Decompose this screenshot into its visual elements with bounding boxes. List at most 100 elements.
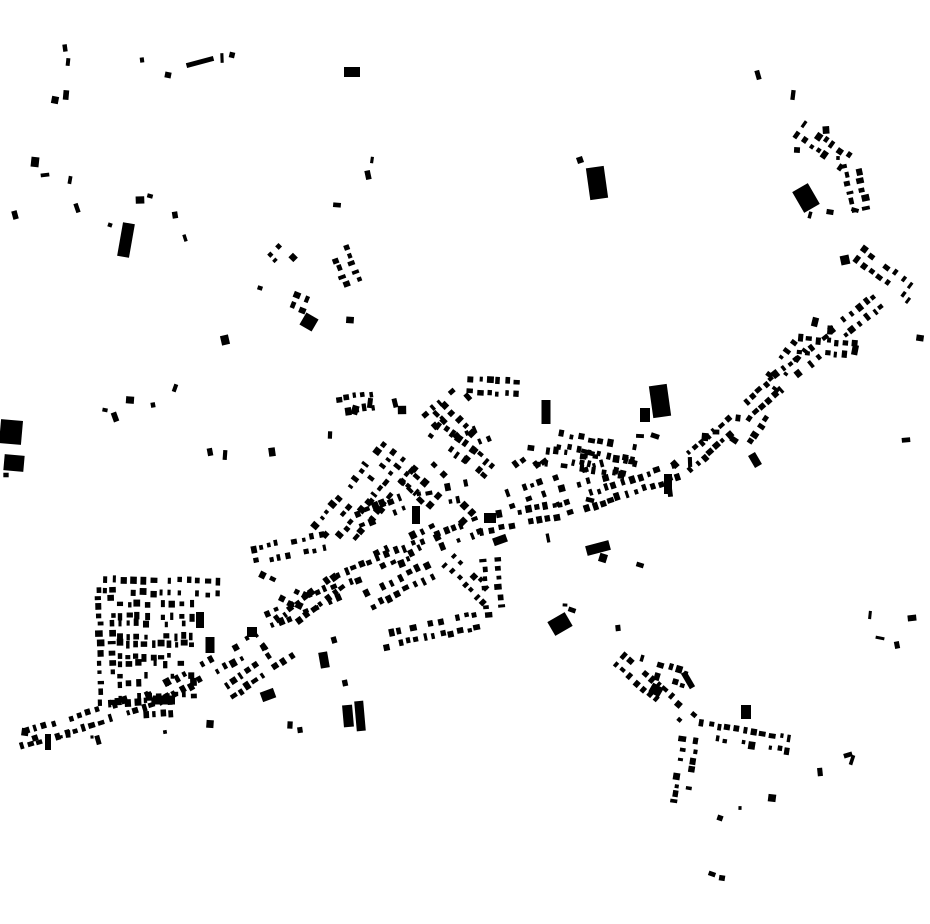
building bbox=[237, 671, 244, 680]
building bbox=[624, 490, 630, 499]
building bbox=[729, 435, 739, 445]
building bbox=[361, 460, 370, 468]
building bbox=[701, 432, 709, 442]
building bbox=[843, 180, 851, 187]
building bbox=[478, 528, 484, 537]
building bbox=[461, 454, 471, 465]
building bbox=[525, 495, 533, 502]
building bbox=[401, 584, 410, 592]
building bbox=[519, 456, 527, 464]
building bbox=[456, 537, 461, 544]
building bbox=[817, 767, 823, 777]
building bbox=[252, 557, 260, 564]
building bbox=[175, 642, 179, 648]
building bbox=[459, 500, 470, 511]
building bbox=[437, 618, 445, 626]
building bbox=[223, 682, 231, 690]
building bbox=[677, 757, 684, 762]
building bbox=[453, 433, 464, 444]
building bbox=[793, 368, 803, 379]
building bbox=[800, 120, 808, 129]
building bbox=[95, 603, 102, 610]
building bbox=[133, 618, 139, 626]
building bbox=[463, 612, 470, 618]
building bbox=[68, 715, 75, 723]
building bbox=[242, 680, 252, 691]
building bbox=[597, 552, 609, 564]
building bbox=[566, 443, 573, 451]
building bbox=[793, 354, 802, 364]
building bbox=[405, 637, 411, 644]
building bbox=[141, 654, 147, 662]
building bbox=[94, 596, 101, 601]
building bbox=[250, 677, 259, 685]
building bbox=[541, 400, 551, 424]
building bbox=[109, 629, 117, 637]
building bbox=[416, 544, 423, 552]
building bbox=[442, 526, 451, 535]
building bbox=[867, 252, 876, 261]
building bbox=[419, 477, 430, 488]
building bbox=[835, 147, 845, 156]
building bbox=[707, 870, 717, 878]
building bbox=[569, 434, 574, 440]
building bbox=[96, 587, 102, 594]
building bbox=[146, 692, 153, 701]
building bbox=[666, 486, 674, 498]
building bbox=[385, 456, 392, 463]
building bbox=[708, 721, 715, 727]
building bbox=[215, 590, 220, 597]
building bbox=[253, 632, 260, 638]
building bbox=[869, 294, 877, 301]
building bbox=[107, 640, 116, 645]
building bbox=[57, 734, 63, 740]
building bbox=[884, 278, 892, 286]
building bbox=[126, 620, 130, 626]
building bbox=[11, 210, 19, 220]
building bbox=[432, 409, 441, 418]
building bbox=[331, 588, 339, 596]
building bbox=[577, 432, 585, 440]
building bbox=[839, 315, 847, 323]
building bbox=[322, 544, 327, 552]
building bbox=[160, 614, 165, 620]
building bbox=[259, 672, 266, 679]
building bbox=[836, 155, 840, 161]
building bbox=[635, 433, 645, 439]
building bbox=[467, 507, 477, 518]
building bbox=[352, 533, 361, 542]
building bbox=[669, 798, 678, 804]
building bbox=[67, 175, 73, 185]
building bbox=[397, 477, 407, 486]
building bbox=[267, 251, 274, 258]
building bbox=[454, 614, 461, 622]
building bbox=[332, 202, 342, 208]
building bbox=[786, 734, 791, 743]
building bbox=[810, 316, 820, 328]
building bbox=[463, 392, 473, 402]
building bbox=[545, 447, 551, 455]
building bbox=[277, 594, 287, 603]
building bbox=[513, 379, 520, 385]
building bbox=[455, 495, 461, 504]
building bbox=[840, 163, 848, 169]
building bbox=[337, 583, 346, 592]
buildings-layer bbox=[0, 44, 925, 882]
building bbox=[619, 651, 628, 661]
building bbox=[566, 508, 574, 516]
building bbox=[483, 605, 489, 610]
building bbox=[392, 589, 402, 599]
building bbox=[370, 603, 377, 611]
building bbox=[206, 447, 214, 457]
building bbox=[693, 749, 698, 755]
building bbox=[591, 501, 600, 511]
building bbox=[194, 577, 200, 584]
building bbox=[128, 602, 132, 608]
building bbox=[443, 425, 451, 433]
building bbox=[473, 593, 481, 601]
building bbox=[135, 659, 142, 666]
building bbox=[768, 732, 776, 739]
building bbox=[724, 414, 733, 423]
building bbox=[541, 501, 549, 511]
